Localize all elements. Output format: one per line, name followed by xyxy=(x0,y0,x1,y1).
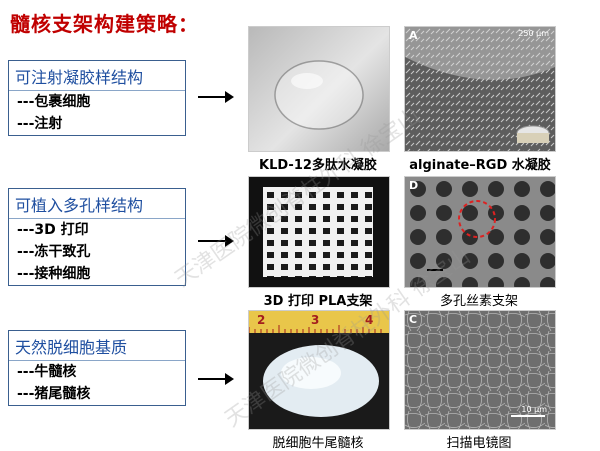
ruler-ticks xyxy=(249,325,382,333)
scale-bar-label: 250 μm xyxy=(518,29,549,38)
ruler: 2 3 4 xyxy=(249,311,389,333)
section-item: ---猪尾髓核 xyxy=(17,386,91,402)
silk-fibroin-sem: D xyxy=(404,176,556,288)
section-injectable-gel: 可注射凝胶样结构 ---包裹细胞 ---注射 xyxy=(8,60,186,136)
fiber-texture-graphic xyxy=(405,311,555,429)
arrow-right-icon xyxy=(198,373,234,385)
caption-sem: 扫描电镜图 xyxy=(446,436,512,451)
section-item: ---接种细胞 xyxy=(17,266,91,282)
alginate-micrograph: A 250 μm xyxy=(404,26,556,152)
panel-letter: D xyxy=(409,179,419,192)
section-item: ---牛髓核 xyxy=(17,364,77,380)
hydrogel-photo xyxy=(248,26,390,152)
caption-alginate-rgd: alginate–RGD 水凝胶 xyxy=(409,158,551,173)
arrow-right-icon xyxy=(198,91,234,103)
section-porous-implant: 可植入多孔样结构 ---3D 打印 ---冻干致孔 ---接种细胞 xyxy=(8,188,186,286)
caption-silk: 多孔丝素支架 xyxy=(439,294,518,309)
section-item: ---冻干致孔 xyxy=(17,244,91,260)
caption-pla: 3D 打印 PLA支架 xyxy=(263,294,373,309)
scale-bar-label: 10 μm xyxy=(521,405,547,414)
ruler-number: 2 xyxy=(257,313,266,327)
section-heading: 天然脱细胞基质 xyxy=(9,331,185,361)
caption-kld12: KLD-12多肽水凝胶 xyxy=(259,158,377,173)
section-item: ---包裹细胞 xyxy=(17,94,91,110)
section-decellularized-matrix: 天然脱细胞基质 ---牛髓核 ---猪尾髓核 xyxy=(8,330,186,406)
panel-letter: A xyxy=(409,29,418,42)
section-heading: 可注射凝胶样结构 xyxy=(9,61,185,91)
panel-letter: C xyxy=(409,313,418,326)
section-item: ---注射 xyxy=(17,116,63,132)
section-item: ---3D 打印 xyxy=(17,222,89,238)
arrow-right-icon xyxy=(198,235,234,247)
caption-bovine-np: 脱细胞牛尾髓核 xyxy=(272,436,364,451)
cell-texture-graphic xyxy=(405,27,555,151)
lattice-graphic xyxy=(263,187,373,277)
hydrogel-drop-graphic xyxy=(274,60,364,130)
page-title: 髓核支架构建策略： xyxy=(10,12,199,36)
pla-scaffold-photo xyxy=(248,176,390,288)
sem-fiber-image: C 10 μm xyxy=(404,310,556,430)
tissue-graphic xyxy=(263,345,379,417)
ruler-number: 4 xyxy=(365,313,374,327)
ruler-number: 3 xyxy=(311,313,320,327)
section-heading: 可植入多孔样结构 xyxy=(9,189,185,219)
decellularized-np-photo: 2 3 4 xyxy=(248,310,390,430)
pore-texture-graphic xyxy=(405,177,555,287)
